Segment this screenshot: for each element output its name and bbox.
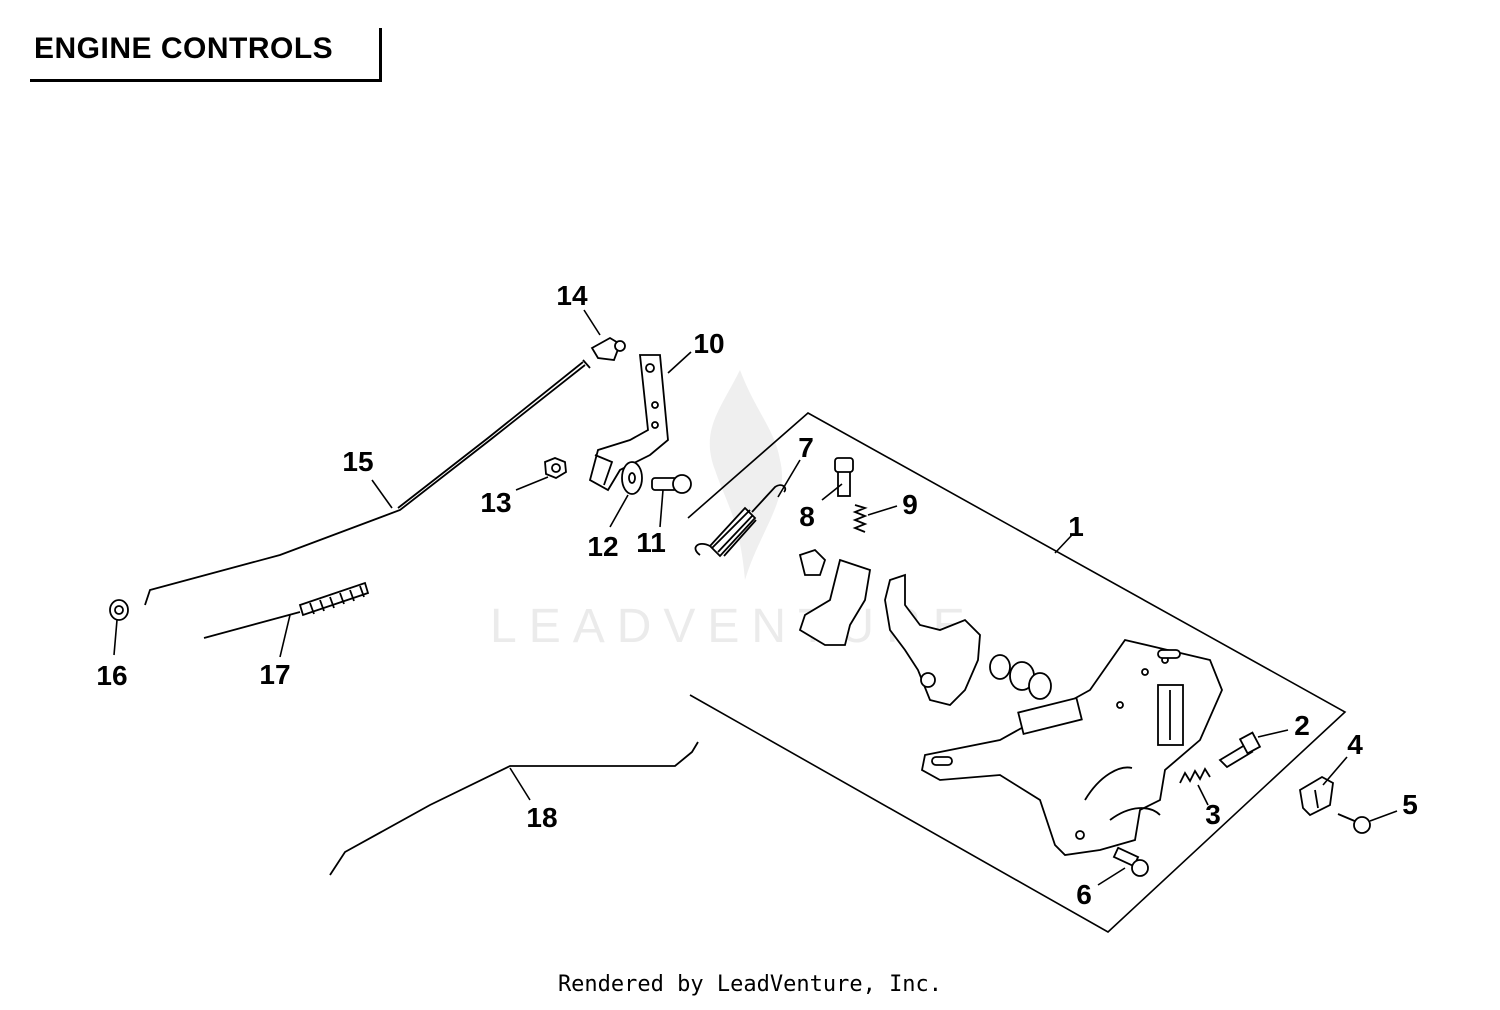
watermark: LEADVENTURE xyxy=(490,370,965,653)
part-18-choke-rod xyxy=(329,741,699,876)
callout-10: 10 xyxy=(693,328,724,359)
part-16-ferrule xyxy=(109,599,129,621)
page-title: ENGINE CONTROLS xyxy=(34,32,334,65)
leader-18 xyxy=(509,767,531,801)
leader-1 xyxy=(1054,534,1073,554)
leader-10 xyxy=(667,351,692,374)
callout-18: 18 xyxy=(526,802,557,833)
part-12-washer xyxy=(621,461,643,495)
callout-17: 17 xyxy=(259,659,290,690)
leader-16 xyxy=(113,619,118,656)
leader-2 xyxy=(1257,729,1289,738)
leader-17 xyxy=(279,614,291,658)
leader-5 xyxy=(1369,810,1398,822)
footer-credit: Rendered by LeadVenture, Inc. xyxy=(557,972,943,997)
part-6-screw xyxy=(1112,846,1149,877)
callout-4: 4 xyxy=(1347,729,1363,760)
callout-11: 11 xyxy=(636,527,666,558)
leader-lines xyxy=(113,309,1398,886)
part-17-spring-rod xyxy=(203,581,370,639)
part-13-nut xyxy=(544,457,567,480)
part-7-extension-spring xyxy=(694,484,787,558)
callout-9: 9 xyxy=(902,489,918,520)
part-14-cable-clamp xyxy=(590,336,626,361)
callouts: 1 2 3 4 5 6 7 8 9 10 11 12 13 14 15 16 1… xyxy=(96,280,1417,910)
part-8-pivot-bolt xyxy=(834,457,854,497)
part-1-control-plate xyxy=(920,638,1223,856)
callout-2: 2 xyxy=(1294,710,1310,741)
part-4-clip xyxy=(1299,775,1334,817)
leader-4 xyxy=(1322,756,1348,786)
leader-15 xyxy=(371,479,393,509)
panel-outline xyxy=(687,412,1347,933)
title-box: ENGINE CONTROLS xyxy=(30,28,382,82)
part-3-spring xyxy=(1179,767,1211,784)
linkage-levers xyxy=(798,548,1052,706)
callout-15: 15 xyxy=(342,446,373,477)
watermark-flame-icon xyxy=(709,370,782,580)
leader-14 xyxy=(583,309,601,336)
part-5-screw xyxy=(1337,813,1371,834)
callout-12: 12 xyxy=(587,531,618,562)
part-10-throttle-bracket xyxy=(588,354,669,492)
leader-8 xyxy=(821,483,843,501)
callout-1: 1 xyxy=(1068,511,1084,542)
callout-6: 6 xyxy=(1076,879,1092,910)
callout-13: 13 xyxy=(480,487,511,518)
leader-3 xyxy=(1197,784,1209,806)
leader-12 xyxy=(609,494,629,528)
leader-9 xyxy=(867,505,898,516)
part-11-shoulder-bolt xyxy=(651,474,692,494)
callout-16: 16 xyxy=(96,660,127,691)
part-9-spring xyxy=(852,504,868,533)
callout-3: 3 xyxy=(1205,799,1221,830)
callout-7: 7 xyxy=(798,432,814,463)
leader-6 xyxy=(1097,867,1126,886)
leader-13 xyxy=(515,476,549,491)
callout-8: 8 xyxy=(799,501,815,532)
callout-14: 14 xyxy=(556,280,588,311)
part-15-throttle-cable xyxy=(144,359,591,606)
leader-11 xyxy=(659,489,664,528)
part-2-bolt xyxy=(1218,731,1262,769)
leader-7 xyxy=(777,459,801,498)
callout-5: 5 xyxy=(1402,789,1418,820)
